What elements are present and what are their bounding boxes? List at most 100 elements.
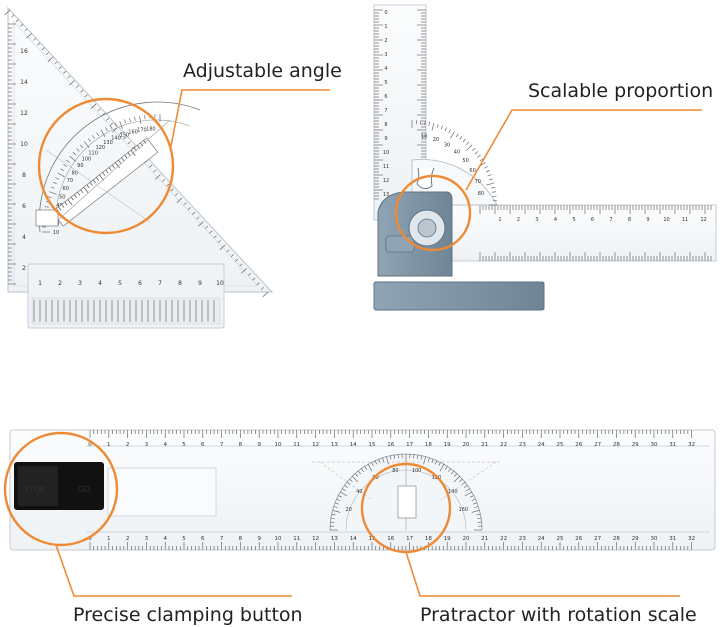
- scale-tick: [230, 254, 234, 258]
- scale-label: 170: [137, 128, 147, 134]
- scale-tick: [69, 80, 75, 86]
- scale-tick: [196, 216, 200, 220]
- scale-label: 0: [88, 442, 92, 448]
- scale-label: 2: [22, 265, 26, 272]
- scale-label: 20: [433, 137, 439, 143]
- scale-tick: [448, 468, 451, 472]
- scale-label: 5: [182, 442, 186, 448]
- scale-tick: [416, 454, 419, 459]
- scalable-proportion-callout-line: [465, 109, 702, 191]
- scale-tick: [97, 108, 101, 112]
- scale-label: 140: [448, 489, 458, 495]
- scale-label: 8: [22, 172, 26, 179]
- scale-label: 10: [383, 150, 389, 156]
- scale-tick: [427, 457, 430, 462]
- scale-label: 120: [96, 145, 106, 151]
- scale-label: 80: [72, 170, 78, 176]
- scale-tick: [119, 131, 123, 135]
- scale-tick: [121, 157, 125, 162]
- scale-tick: [83, 141, 90, 148]
- scale-tick: [119, 121, 123, 129]
- scale-label: 8: [384, 122, 387, 128]
- scale-label: 7: [220, 536, 224, 542]
- scale-tick: [149, 164, 153, 168]
- scale-tick: [260, 287, 264, 290]
- scale-label: 3: [145, 442, 149, 448]
- scale-tick: [77, 191, 81, 196]
- scale-label: 4: [98, 280, 102, 287]
- scale-label: 22: [500, 536, 507, 542]
- scale-tick: [72, 152, 77, 156]
- scale-label: 120: [432, 475, 442, 481]
- scale-tick: [474, 506, 479, 509]
- scale-tick: [382, 457, 385, 462]
- scale-label: 5: [118, 280, 122, 287]
- scale-tick: [487, 174, 492, 177]
- scale-label: 16: [20, 48, 28, 55]
- set-square-triangle: 1020304050607080901001101201301401501601…: [4, 6, 330, 329]
- scale-tick: [424, 120, 426, 126]
- scale-label: 5: [384, 80, 387, 86]
- scale-tick: [63, 70, 67, 74]
- scale-tick: [340, 491, 348, 497]
- scale-label: 19: [444, 536, 451, 542]
- scale-label: 20: [463, 536, 470, 542]
- scale-label: 19: [444, 442, 451, 448]
- adjustable-angle-callout-line: [170, 89, 330, 147]
- scale-tick: [49, 191, 57, 195]
- scale-label: 31: [669, 442, 676, 448]
- scale-tick: [50, 186, 55, 189]
- scale-label: 13: [331, 536, 338, 542]
- scale-tick: [170, 188, 174, 192]
- scale-label: 26: [575, 442, 582, 448]
- scale-tick: [109, 124, 113, 129]
- scale-tick: [471, 147, 476, 152]
- scale-tick: [74, 194, 77, 198]
- scale-label: 17: [406, 442, 413, 448]
- scale-tick: [352, 476, 359, 483]
- scale-tick: [137, 145, 140, 149]
- scale-label: 7: [158, 280, 162, 287]
- scale-label: 12: [700, 217, 706, 223]
- scale-label: 150: [120, 132, 130, 138]
- scale-label: 4: [384, 66, 387, 72]
- scale-tick: [67, 199, 73, 206]
- scale-tick: [367, 464, 373, 472]
- scale-tick: [364, 466, 368, 470]
- scale-tick: [217, 240, 221, 243]
- scale-label: 3: [78, 280, 82, 287]
- scale-tick: [114, 162, 120, 169]
- scale-label: 7: [609, 217, 612, 223]
- scale-tick: [331, 513, 336, 516]
- scale-label: 8: [239, 536, 243, 542]
- scale-tick: [54, 61, 58, 65]
- scale-tick: [57, 172, 65, 178]
- scale-label: 80: [478, 191, 484, 197]
- scale-tick: [111, 164, 115, 169]
- scale-tick: [176, 197, 183, 203]
- scale-tick: [37, 42, 41, 46]
- scale-tick: [105, 127, 108, 132]
- scale-tick: [192, 211, 196, 215]
- scale-label: 11: [293, 536, 300, 542]
- scale-tick: [41, 47, 45, 51]
- scale-tick: [124, 155, 128, 159]
- scale-tick: [144, 114, 146, 120]
- scale-label: 7: [220, 442, 224, 448]
- scale-tick: [423, 456, 426, 465]
- scale-label: 22: [500, 442, 507, 448]
- scale-label: 6: [138, 280, 142, 287]
- scale-tick: [127, 152, 131, 157]
- scale-label: 110: [88, 150, 98, 156]
- scale-label: 30: [651, 442, 658, 448]
- scale-label: 15: [369, 442, 376, 448]
- scale-label: 32: [688, 442, 695, 448]
- scale-label: 0: [384, 10, 387, 16]
- scale-tick: [386, 456, 389, 465]
- scale-tick: [444, 127, 447, 132]
- scale-tick: [52, 181, 57, 185]
- scale-tick: [459, 478, 463, 483]
- scale-label: 21: [481, 442, 488, 448]
- scale-label: 24: [538, 442, 545, 448]
